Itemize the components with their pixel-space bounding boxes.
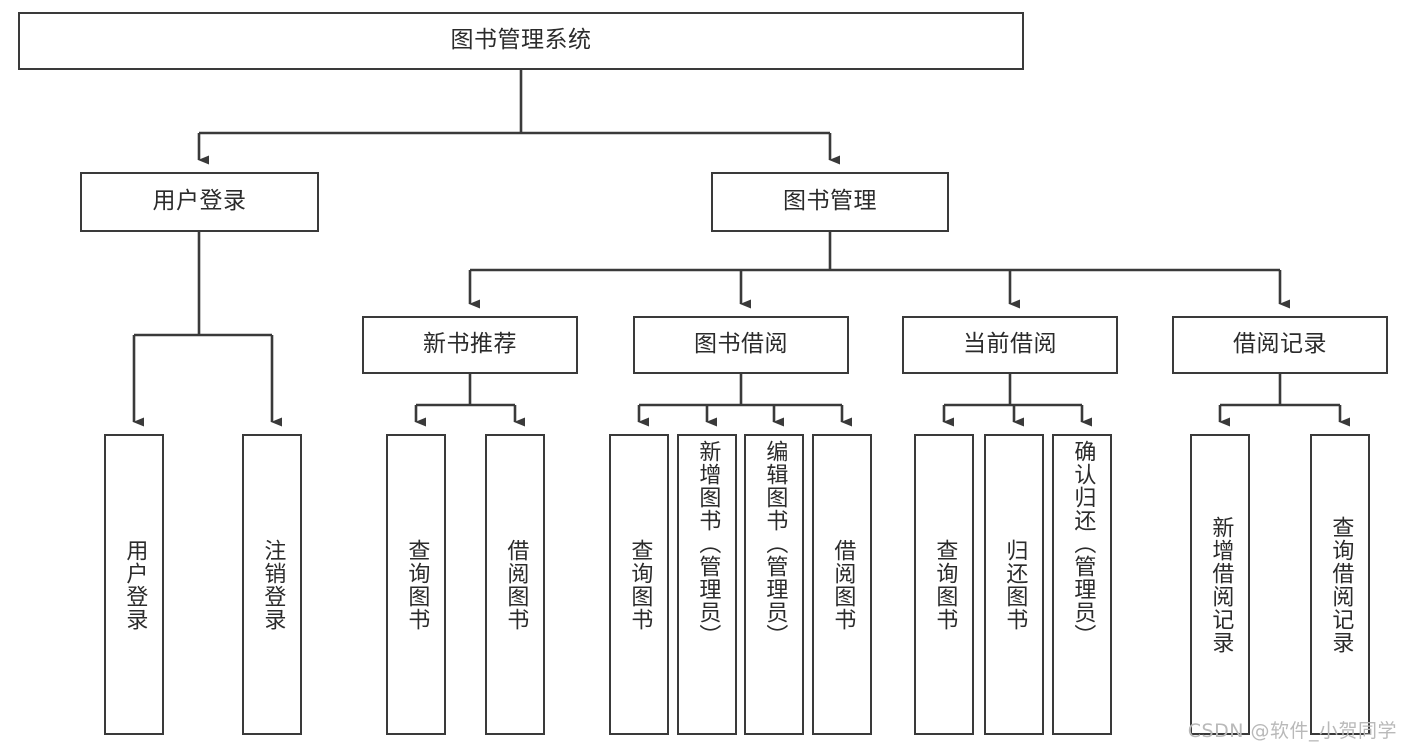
leaf-borrow-book-recommend-label: 借阅图书 xyxy=(503,538,529,631)
leaf-query-book-borrow[interactable]: 查询图书 xyxy=(609,434,669,735)
leaf-confirm-return-admin-label: 确认归还（管理员） xyxy=(1070,440,1096,647)
node-book-manage[interactable]: 图书管理 xyxy=(711,172,949,232)
leaf-add-book-admin-label: 新增图书（管理员） xyxy=(695,440,721,647)
node-user-login-label: 用户登录 xyxy=(152,188,247,215)
leaf-return-book-label: 归还图书 xyxy=(1002,538,1028,631)
node-user-login[interactable]: 用户登录 xyxy=(80,172,319,232)
leaf-borrow-book-label: 借阅图书 xyxy=(830,538,856,631)
leaf-edit-book-admin[interactable]: 编辑图书（管理员） xyxy=(744,434,804,735)
leaf-add-borrow-record[interactable]: 新增借阅记录 xyxy=(1190,434,1250,735)
node-book-manage-label: 图书管理 xyxy=(783,188,877,215)
leaf-query-book-recommend-label: 查询图书 xyxy=(404,538,430,631)
leaf-user-logout[interactable]: 注销登录 xyxy=(242,434,302,735)
leaf-query-borrow-record[interactable]: 查询借阅记录 xyxy=(1310,434,1370,735)
leaf-query-book-recommend[interactable]: 查询图书 xyxy=(386,434,446,735)
leaf-user-login[interactable]: 用户登录 xyxy=(104,434,164,735)
node-current-borrow[interactable]: 当前借阅 xyxy=(902,316,1118,374)
node-borrow-record[interactable]: 借阅记录 xyxy=(1172,316,1388,374)
node-new-book-recommend[interactable]: 新书推荐 xyxy=(362,316,578,374)
node-new-book-recommend-label: 新书推荐 xyxy=(423,331,517,358)
node-book-borrow-label: 图书借阅 xyxy=(694,331,788,358)
leaf-user-login-label: 用户登录 xyxy=(122,538,148,631)
node-root-label: 图书管理系统 xyxy=(450,27,592,54)
leaf-confirm-return-admin[interactable]: 确认归还（管理员） xyxy=(1052,434,1112,735)
leaf-borrow-book-recommend[interactable]: 借阅图书 xyxy=(485,434,545,735)
leaf-query-book-current-label: 查询图书 xyxy=(932,538,958,631)
node-book-borrow[interactable]: 图书借阅 xyxy=(633,316,849,374)
leaf-query-borrow-record-label: 查询借阅记录 xyxy=(1328,515,1354,654)
leaf-borrow-book[interactable]: 借阅图书 xyxy=(812,434,872,735)
leaf-add-borrow-record-label: 新增借阅记录 xyxy=(1208,515,1234,654)
leaf-user-logout-label: 注销登录 xyxy=(260,538,286,631)
leaf-return-book[interactable]: 归还图书 xyxy=(984,434,1044,735)
watermark-text: CSDN @软件_小贺同学 xyxy=(1187,720,1397,742)
leaf-edit-book-admin-label: 编辑图书（管理员） xyxy=(762,440,788,647)
node-current-borrow-label: 当前借阅 xyxy=(963,331,1057,358)
leaf-query-book-borrow-label: 查询图书 xyxy=(627,538,653,631)
leaf-add-book-admin[interactable]: 新增图书（管理员） xyxy=(677,434,737,735)
node-borrow-record-label: 借阅记录 xyxy=(1233,331,1327,358)
leaf-query-book-current[interactable]: 查询图书 xyxy=(914,434,974,735)
node-root[interactable]: 图书管理系统 xyxy=(18,12,1024,70)
